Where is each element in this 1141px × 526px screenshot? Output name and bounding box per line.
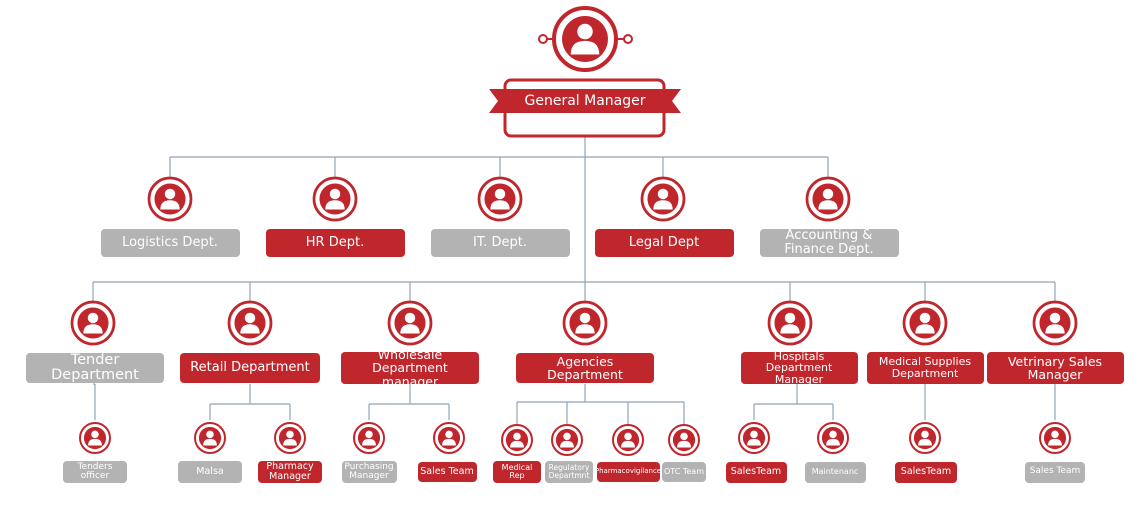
- team-label: Maintenanc: [804, 461, 866, 483]
- department-label: Logistics Dept.: [100, 229, 240, 257]
- person-avatar-icon: [805, 176, 851, 222]
- department-label: Accounting & Finance Dept.: [759, 229, 899, 257]
- person-avatar-icon: [312, 176, 358, 222]
- team-label: Medical Rep: [493, 461, 541, 483]
- person-avatar-icon: [640, 176, 686, 222]
- person-avatar-icon: [909, 422, 941, 454]
- person-avatar-icon: [551, 424, 583, 456]
- division-label: Hospitals Department Manager: [740, 350, 858, 385]
- team-label: SalesTeam: [725, 461, 787, 483]
- division-label: Tender Department: [26, 352, 164, 383]
- person-avatar-icon: [147, 176, 193, 222]
- person-avatar-icon: [227, 300, 273, 346]
- person-avatar-icon: [668, 424, 700, 456]
- team-label: OTC Team: [662, 462, 706, 482]
- department-label: Legal Dept: [594, 229, 734, 257]
- team-label: Tenders officer: [63, 461, 127, 483]
- division-label: Retail Department: [180, 353, 320, 383]
- person-avatar-icon: [562, 300, 608, 346]
- team-label: Pharmacovigilance: [595, 462, 661, 482]
- person-avatar-icon: [79, 422, 111, 454]
- person-avatar-icon: [902, 300, 948, 346]
- team-label: Purchasing Manager: [341, 461, 397, 483]
- person-avatar-icon: [817, 422, 849, 454]
- team-label: Regulatory Departmnt: [545, 461, 593, 483]
- general-manager-label: General Manager: [524, 92, 646, 109]
- person-avatar-icon: [387, 300, 433, 346]
- division-label: Medical Supplies Department: [866, 352, 984, 384]
- division-label: Vetrinary Sales Manager: [986, 352, 1124, 384]
- division-label: Wholesale Department manager: [341, 348, 479, 388]
- person-avatar-icon: [353, 422, 385, 454]
- division-label: Agencies Department: [516, 353, 654, 383]
- team-label: SalesTeam: [895, 461, 957, 483]
- person-avatar-icon: [501, 424, 533, 456]
- person-avatar-icon: [477, 176, 523, 222]
- person-avatar-icon: [70, 300, 116, 346]
- person-avatar-icon: [433, 422, 465, 454]
- department-label: IT. Dept.: [430, 229, 570, 257]
- team-label: Malsa: [178, 461, 242, 483]
- person-avatar-icon: [767, 300, 813, 346]
- person-avatar-icon: [738, 422, 770, 454]
- person-avatar-icon: [1032, 300, 1078, 346]
- manager-avatar-icon: [552, 6, 618, 72]
- person-avatar-icon: [1039, 422, 1071, 454]
- person-avatar-icon: [612, 424, 644, 456]
- department-label: HR Dept.: [265, 229, 405, 257]
- person-avatar-icon: [194, 422, 226, 454]
- team-label: Sales Team: [417, 462, 477, 482]
- team-label: Pharmacy Manager: [258, 461, 322, 483]
- person-avatar-icon: [274, 422, 306, 454]
- team-label: Sales Team: [1025, 461, 1085, 483]
